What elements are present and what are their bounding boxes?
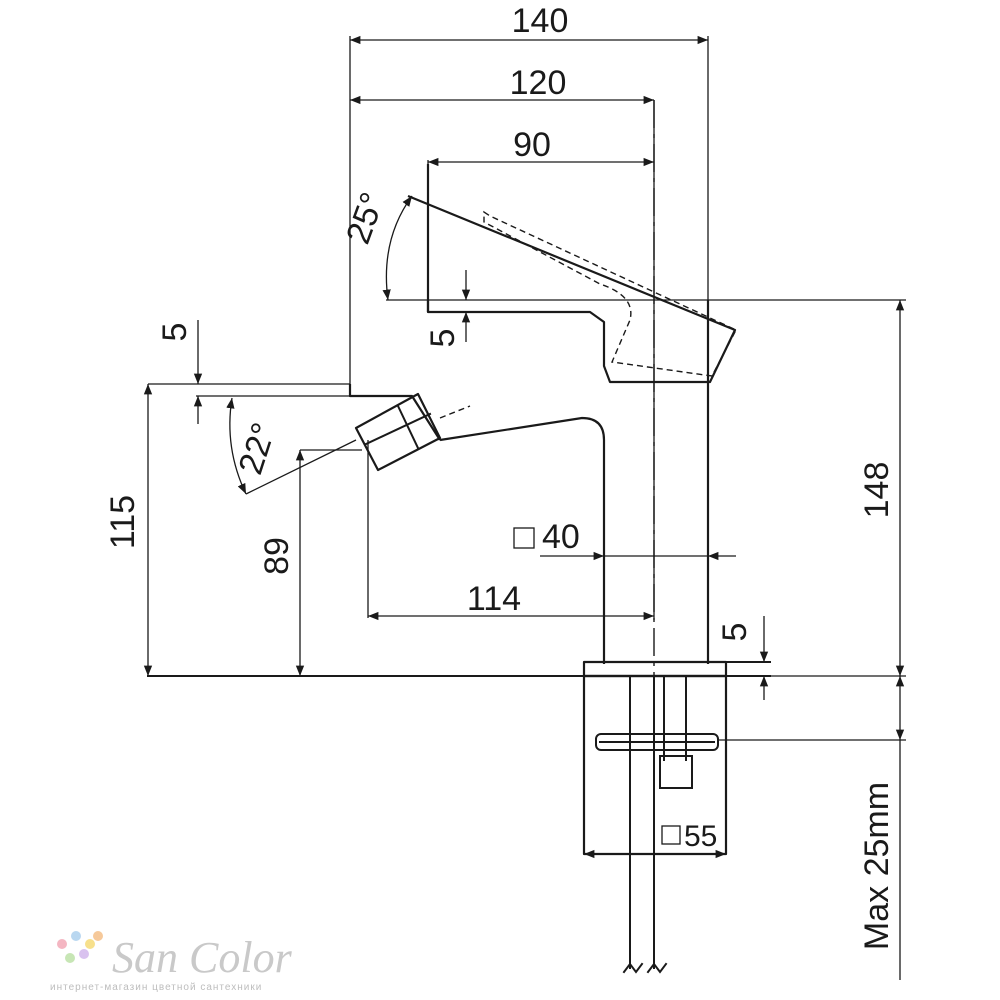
mounting-assembly (582, 674, 728, 974)
angle-25: 25° (339, 188, 392, 249)
dim-5-spout: 5 (424, 329, 462, 348)
angle-22: 22° (232, 418, 284, 479)
dim-140: 140 (512, 2, 569, 40)
lever-dashed-position (483, 210, 737, 377)
dim-40-label: 40 (513, 518, 580, 556)
dim-max-25mm: Max 25mm (858, 782, 896, 950)
dim-120: 120 (510, 64, 567, 102)
dim-115: 115 (104, 495, 142, 549)
sancolor-logo: San Color интернет-магазин цветной санте… (50, 931, 293, 993)
faucet-body-outline (348, 164, 737, 664)
dim-89: 89 (258, 537, 296, 575)
logo-dot (71, 931, 81, 941)
logo-dot (79, 949, 89, 959)
dim-55-label: 55 (661, 820, 717, 853)
dim-90: 90 (513, 126, 551, 164)
logo-dot (85, 939, 95, 949)
logo-dot (57, 939, 67, 949)
logo-brand: San Color (112, 933, 293, 982)
logo-dots-icon (57, 931, 103, 963)
logo-dot (65, 953, 75, 963)
logo-dot (93, 931, 103, 941)
square-symbol-icon (513, 527, 535, 549)
square-symbol-icon (661, 825, 681, 845)
logo-tagline: интернет-магазин цветной сантехники (50, 982, 262, 993)
base-plate (147, 660, 771, 678)
dim-55: 55 (684, 820, 717, 853)
dimension-lines (143, 35, 906, 980)
dim-5-left: 5 (156, 323, 194, 342)
dim-114: 114 (467, 580, 521, 618)
dim-148: 148 (858, 462, 896, 519)
aerator (354, 392, 471, 472)
dim-5-base: 5 (716, 623, 754, 642)
dim-40: 40 (542, 518, 580, 556)
